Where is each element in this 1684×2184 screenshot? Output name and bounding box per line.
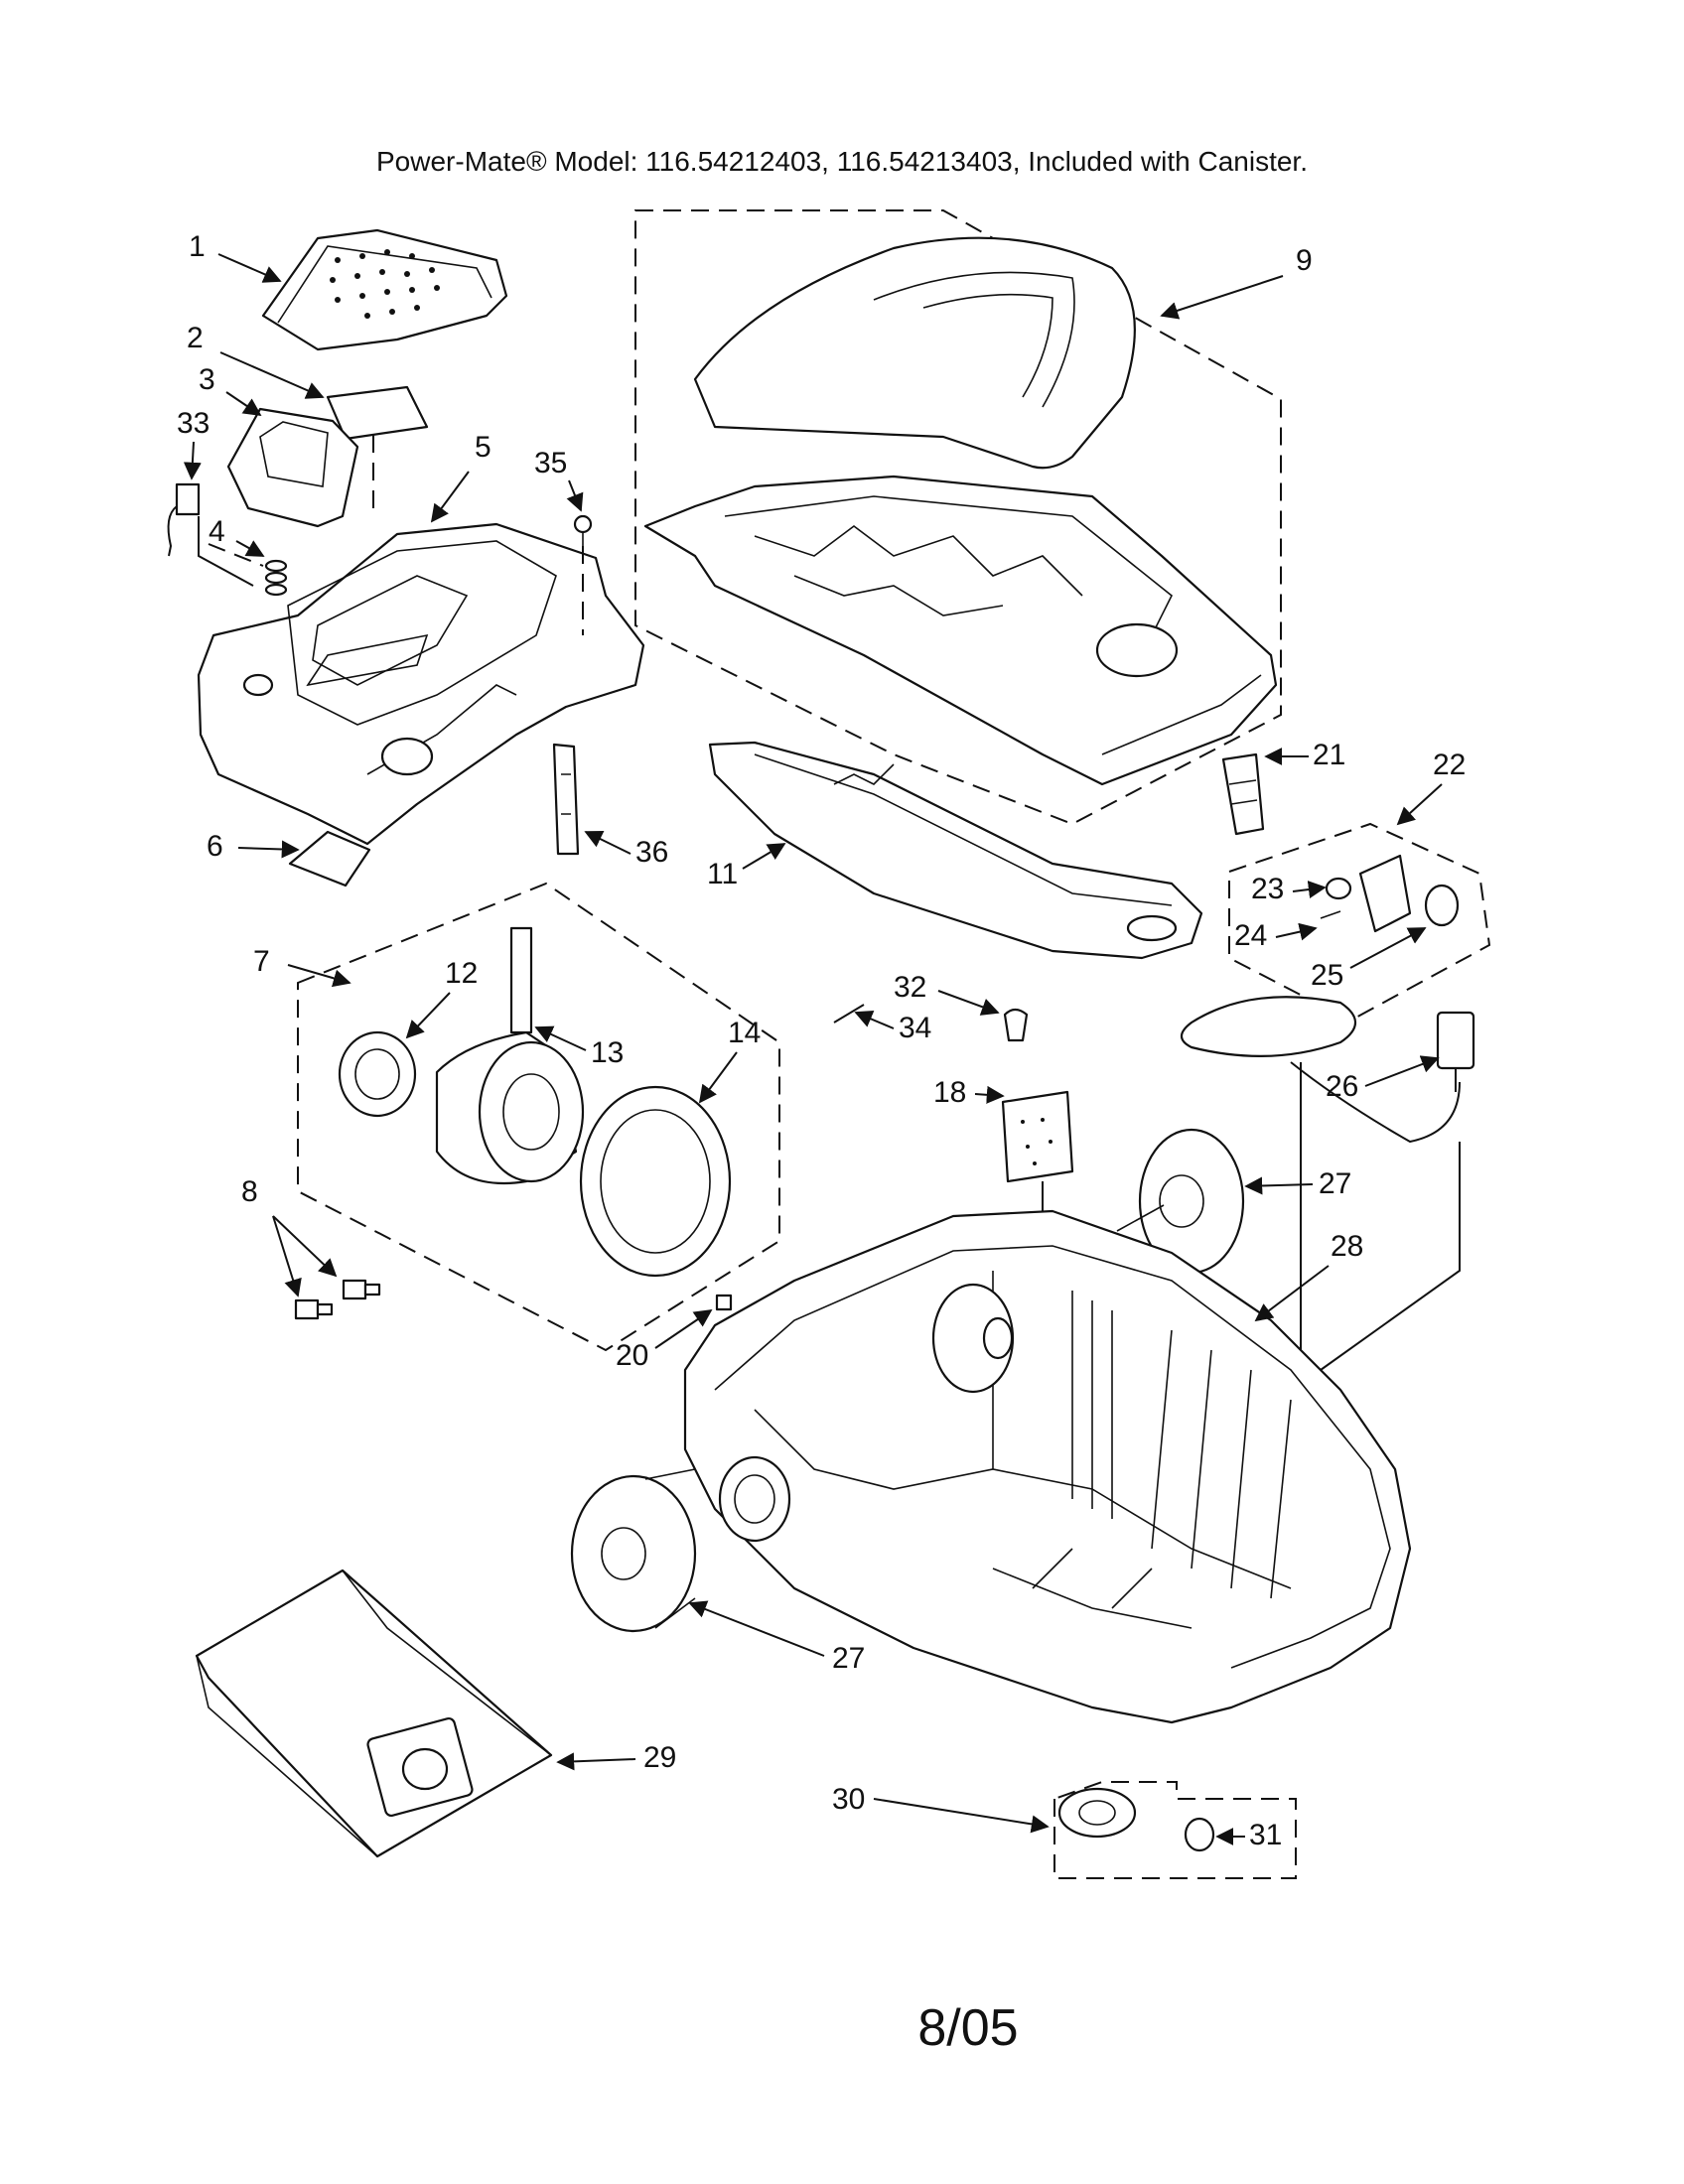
part-2-filter-pad bbox=[326, 385, 429, 441]
part-30-group-box bbox=[1053, 1781, 1297, 1879]
part-27-wheel-lower bbox=[570, 1468, 697, 1633]
part-29-dust-bag bbox=[195, 1569, 553, 1858]
callout-14: 14 bbox=[728, 1017, 761, 1049]
part-5-top-housing bbox=[197, 522, 645, 846]
part-18-filter bbox=[1001, 1090, 1074, 1183]
callout-21: 21 bbox=[1313, 739, 1345, 771]
callout-6: 6 bbox=[207, 830, 223, 863]
callout-12: 12 bbox=[445, 957, 478, 990]
callout-22: 22 bbox=[1433, 749, 1466, 781]
callouts: 1 2 3 33 4 5 35 6 36 9 11 21 22 23 24 25 bbox=[177, 230, 1466, 1851]
part-26-power-cord bbox=[1180, 996, 1475, 1144]
part-8-brushes bbox=[294, 1279, 381, 1320]
part-3-filter-frame bbox=[226, 407, 359, 528]
part-33-switch bbox=[167, 482, 254, 587]
part-31-bushing bbox=[1184, 1817, 1215, 1852]
part-34-wire bbox=[833, 1004, 865, 1024]
callout-27-upper: 27 bbox=[1319, 1167, 1351, 1200]
part-1-lid bbox=[261, 228, 508, 351]
callout-18: 18 bbox=[933, 1076, 966, 1109]
part-14-motor-gasket bbox=[579, 1085, 732, 1278]
callout-11: 11 bbox=[707, 858, 738, 890]
callout-5: 5 bbox=[475, 431, 491, 464]
part-13-motor bbox=[435, 926, 585, 1185]
part-36-bracket bbox=[552, 743, 580, 856]
part-22-group-box bbox=[1228, 822, 1491, 1023]
callout-2: 2 bbox=[187, 322, 204, 354]
callout-34: 34 bbox=[899, 1012, 931, 1044]
callout-13: 13 bbox=[591, 1036, 624, 1069]
callout-36: 36 bbox=[635, 836, 668, 869]
callout-25: 25 bbox=[1311, 959, 1343, 992]
diagram-title: Power-Mate® Model: 116.54212403, 116.542… bbox=[376, 146, 1308, 177]
callout-35: 35 bbox=[534, 447, 567, 479]
part-11-base-plate bbox=[708, 741, 1203, 960]
part-20-clip bbox=[715, 1294, 733, 1311]
part-35-screw bbox=[573, 514, 593, 635]
footer-date: 8/05 bbox=[917, 1999, 1018, 2057]
part-30-cuff bbox=[1057, 1787, 1137, 1839]
callout-7: 7 bbox=[253, 945, 270, 978]
part-7-group-box bbox=[297, 882, 780, 1352]
callout-33: 33 bbox=[177, 407, 210, 440]
part-4-spring bbox=[264, 559, 288, 597]
part-32-light-bulb bbox=[1003, 1008, 1029, 1042]
callout-32: 32 bbox=[894, 971, 926, 1004]
callout-29: 29 bbox=[643, 1741, 676, 1774]
part-21-latch bbox=[1221, 752, 1265, 836]
callout-27-lower: 27 bbox=[832, 1642, 865, 1675]
part-12-motor-mount bbox=[338, 1030, 417, 1118]
callout-26: 26 bbox=[1326, 1070, 1358, 1103]
callout-8: 8 bbox=[241, 1175, 258, 1208]
callout-30: 30 bbox=[832, 1783, 865, 1816]
callout-4: 4 bbox=[209, 515, 225, 548]
part-9-hood bbox=[643, 236, 1278, 786]
part-28-canister-body bbox=[683, 1209, 1412, 1724]
callout-28: 28 bbox=[1331, 1230, 1363, 1263]
callout-9: 9 bbox=[1296, 244, 1313, 277]
callout-31: 31 bbox=[1249, 1819, 1282, 1851]
callout-23: 23 bbox=[1251, 873, 1284, 905]
callout-20: 20 bbox=[616, 1339, 648, 1372]
part-22-assembly bbox=[1320, 854, 1460, 933]
callout-24: 24 bbox=[1234, 919, 1267, 952]
part-6-pad bbox=[288, 830, 371, 887]
callout-1: 1 bbox=[189, 230, 206, 263]
callout-3: 3 bbox=[199, 363, 215, 396]
